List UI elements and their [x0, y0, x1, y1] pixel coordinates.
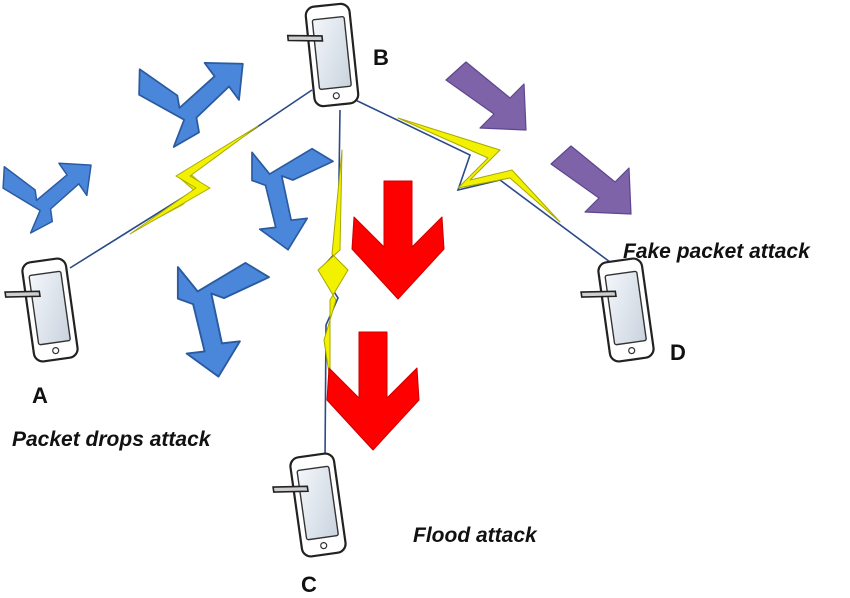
- link-b-d: [344, 94, 611, 263]
- tablet-device-icon-d: [576, 256, 656, 367]
- tablet-device-icon-a: [0, 256, 80, 367]
- drop-arrow-4: [146, 240, 272, 383]
- link-b-c: [317, 109, 349, 463]
- drop-arrow-2: [133, 50, 256, 153]
- fake-packet-attack-label: Fake packet attack: [623, 240, 810, 263]
- drop-arrow-1: [0, 154, 100, 237]
- node-label-b: B: [373, 45, 389, 70]
- flood-arrow-1: [351, 180, 445, 300]
- fake-arrow-2: [550, 145, 632, 215]
- node-label-d: D: [670, 340, 686, 365]
- flood-arrow-2: [326, 331, 420, 451]
- drop-arrow-3: [224, 128, 336, 255]
- flood-attack-label: Flood attack: [413, 524, 537, 547]
- link-b-a: [69, 89, 313, 269]
- fake-arrow-1: [445, 61, 527, 131]
- packet-drops-attack-label: Packet drops attack: [12, 428, 211, 451]
- node-label-a: A: [32, 383, 48, 408]
- tablet-device-icon-c: [268, 451, 348, 562]
- tablet-device-icon-b: [283, 1, 361, 111]
- node-label-c: C: [301, 572, 317, 597]
